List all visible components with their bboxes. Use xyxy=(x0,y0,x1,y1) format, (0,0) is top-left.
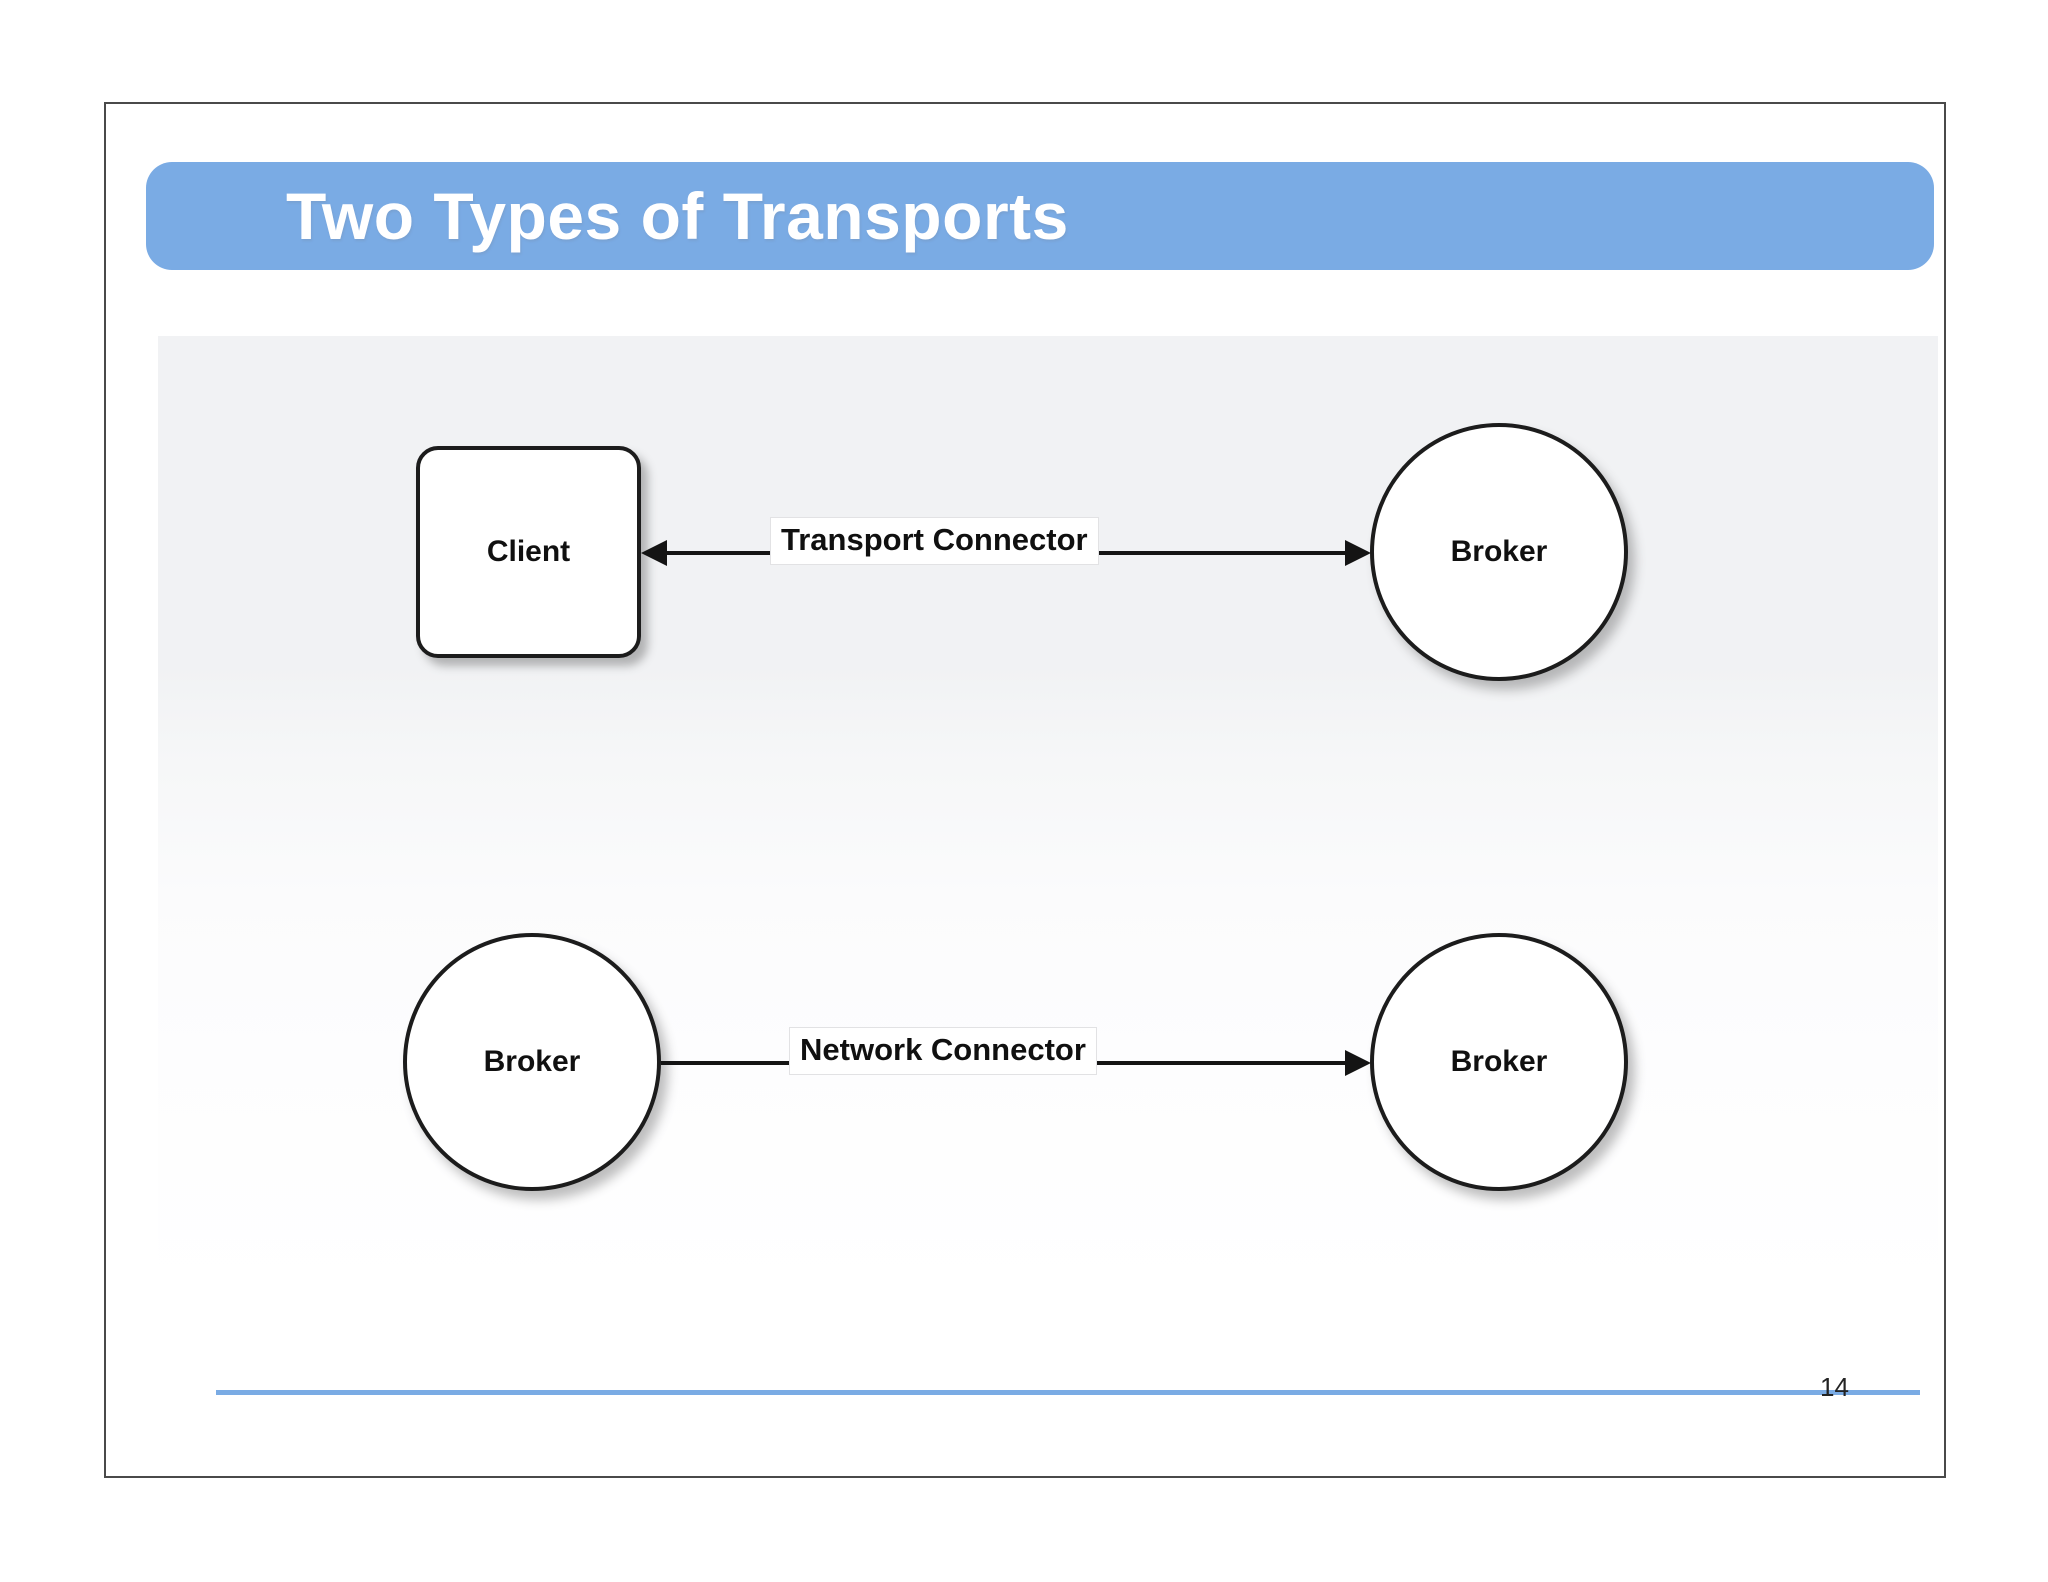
connector-transport: Transport Connector xyxy=(641,517,1371,566)
node-client: Client xyxy=(416,446,641,658)
node-broker-top-right: Broker xyxy=(1370,423,1628,681)
footer-rule-short xyxy=(1876,1390,1920,1395)
slide-title-banner: Two Types of Transports xyxy=(146,162,1934,270)
node-broker-bottom-right-label: Broker xyxy=(1450,1045,1548,1078)
diagram-canvas: Client Transport Connector Broker Broker… xyxy=(158,336,1938,1296)
arrow-right-icon xyxy=(1345,1050,1371,1076)
arrow-right-icon xyxy=(1345,540,1371,566)
node-client-label: Client xyxy=(486,535,571,568)
node-broker-bottom-left: Broker xyxy=(403,933,661,1191)
node-broker-bottom-right: Broker xyxy=(1370,933,1628,1191)
footer-rule-long xyxy=(216,1390,1906,1395)
node-broker-bottom-left-label: Broker xyxy=(483,1045,581,1078)
connector-transport-label: Transport Connector xyxy=(770,517,1099,566)
page-title: Two Types of Transports xyxy=(286,179,1069,253)
connector-network: Network Connector xyxy=(661,1027,1371,1076)
node-broker-top-right-label: Broker xyxy=(1450,535,1548,568)
diagram-row-network: Broker Network Connector Broker xyxy=(158,933,1938,1196)
slide-footer: 14 xyxy=(106,1374,1944,1414)
page-number: 14 xyxy=(1820,1372,1849,1402)
arrow-left-icon xyxy=(641,540,667,566)
diagram-row-transport: Client Transport Connector Broker xyxy=(158,423,1938,686)
connector-network-label: Network Connector xyxy=(789,1027,1097,1076)
slide-frame: Two Types of Transports Client Transport… xyxy=(104,102,1946,1478)
